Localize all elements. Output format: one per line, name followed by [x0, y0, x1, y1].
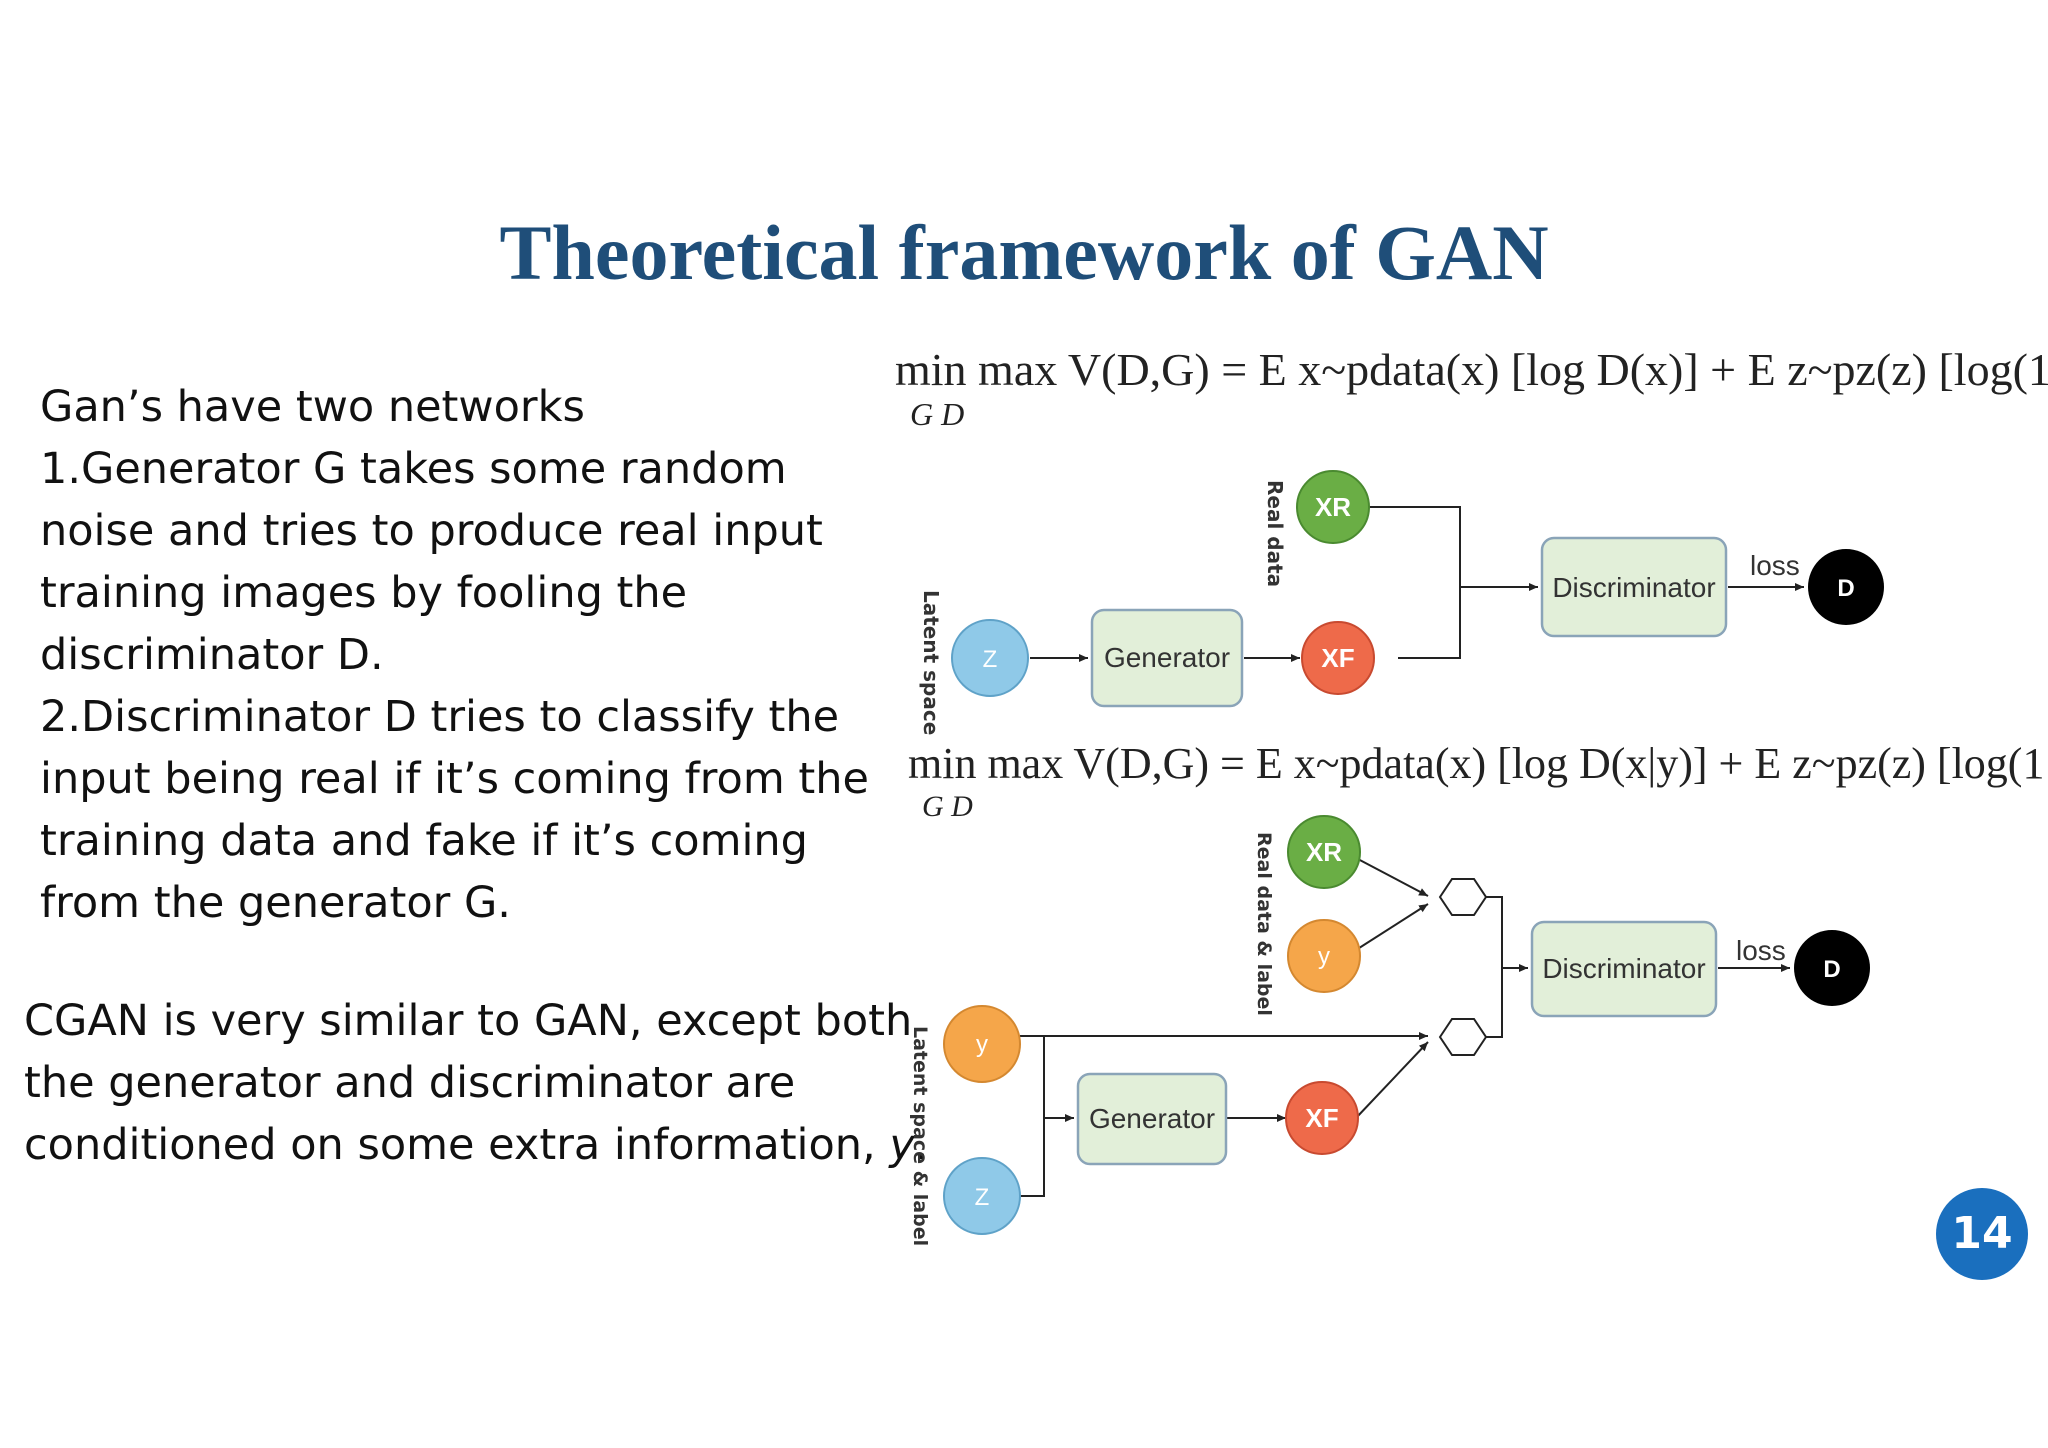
cgan-xr-label: XR	[1306, 837, 1342, 867]
variable-y: y	[889, 1120, 915, 1170]
gan-latent-space-label: Latent space	[919, 590, 943, 735]
cgan-y-latent-node	[943, 1005, 1021, 1083]
cgan-y-to-concat-arrow	[1355, 903, 1429, 951]
gan-d-output-label: D	[1837, 575, 1854, 602]
cgan-xr-to-concat-arrow	[1355, 857, 1429, 897]
gan-z-label: Z	[983, 646, 998, 673]
cgan-concat-real-node	[1438, 878, 1488, 916]
gan-objective-formula: min max V(D,G) = E x~pdata(x) [log D(x)]…	[895, 344, 2048, 395]
text-line: input being real if it’s coming from the	[40, 754, 869, 804]
cgan-latent-merge-connector	[1020, 1036, 1045, 1197]
cgan-formula-subscript: G D	[922, 790, 973, 823]
text-line: 2.Discriminator D tries to classify the	[40, 692, 840, 742]
text-segment: .	[914, 1120, 929, 1170]
gan-formula-subscript: G D	[910, 396, 964, 432]
cgan-generator-label: Generator	[1089, 1103, 1215, 1134]
cgan-xf-node	[1285, 1081, 1359, 1155]
text-line: discriminator D.	[40, 630, 384, 680]
gan-generator-box	[1090, 608, 1244, 708]
text-line: training data and fake if it’s coming	[40, 816, 808, 866]
cgan-generator-box	[1076, 1072, 1228, 1166]
text-line: conditioned on some extra information, y…	[24, 1114, 929, 1176]
gan-description: Gan’s have two networks 1.Generator G ta…	[40, 376, 880, 934]
gan-xf-label: XF	[1321, 643, 1354, 673]
text-line: 1.Generator G takes some random	[40, 444, 787, 494]
cgan-d-output-node	[1794, 930, 1870, 1006]
cgan-y-real-node	[1287, 919, 1361, 993]
gan-loss-label: loss	[1750, 550, 1800, 581]
cgan-latent-space-label: Latent space & label	[909, 1026, 931, 1246]
cgan-y-latent-label: y	[976, 1031, 988, 1058]
slide-title: Theoretical framework of GAN	[499, 209, 1549, 296]
cgan-z-node	[943, 1157, 1021, 1235]
cgan-loss-label: loss	[1736, 935, 1786, 966]
text-line: the generator and discriminator are	[24, 1058, 796, 1108]
cgan-description: CGAN is very similar to GAN, except both…	[24, 990, 929, 1176]
gan-merge-connector	[1368, 506, 1461, 659]
gan-discriminator-box	[1540, 536, 1728, 638]
gan-generator-label: Generator	[1104, 642, 1230, 673]
gan-xf-node	[1301, 621, 1375, 695]
cgan-d-output-label: D	[1823, 956, 1840, 983]
cgan-discriminator-label: Discriminator	[1542, 953, 1705, 984]
text-line: Gan’s have two networks	[40, 382, 585, 432]
page-number-badge: 14	[1936, 1188, 2028, 1280]
gan-xr-node	[1296, 470, 1370, 544]
cgan-merge-connector	[1476, 896, 1503, 1038]
text-line: from the generator G.	[40, 878, 511, 928]
cgan-xf-to-concat-arrow	[1355, 1041, 1429, 1119]
cgan-xr-node	[1287, 815, 1361, 889]
cgan-objective-formula: min max V(D,G) = E x~pdata(x) [log D(x|y…	[908, 739, 2048, 788]
gan-d-output-node	[1808, 549, 1884, 625]
cgan-z-label: Z	[975, 1184, 990, 1211]
cgan-y-real-label: y	[1318, 943, 1330, 970]
text-line: CGAN is very similar to GAN, except both	[24, 996, 913, 1046]
text-segment: conditioned on some extra information,	[24, 1120, 876, 1170]
gan-discriminator-label: Discriminator	[1552, 572, 1715, 603]
text-line: noise and tries to produce real input	[40, 506, 823, 556]
text-line: training images by fooling the	[40, 568, 688, 618]
cgan-discriminator-box	[1530, 920, 1718, 1018]
cgan-concat-fake-node	[1438, 1018, 1488, 1056]
cgan-real-data-label: Real data & label	[1253, 832, 1275, 1016]
cgan-xf-label: XF	[1305, 1103, 1338, 1133]
gan-z-node	[951, 619, 1029, 697]
gan-real-data-label: Real data	[1263, 480, 1287, 587]
gan-xr-label: XR	[1315, 492, 1351, 522]
